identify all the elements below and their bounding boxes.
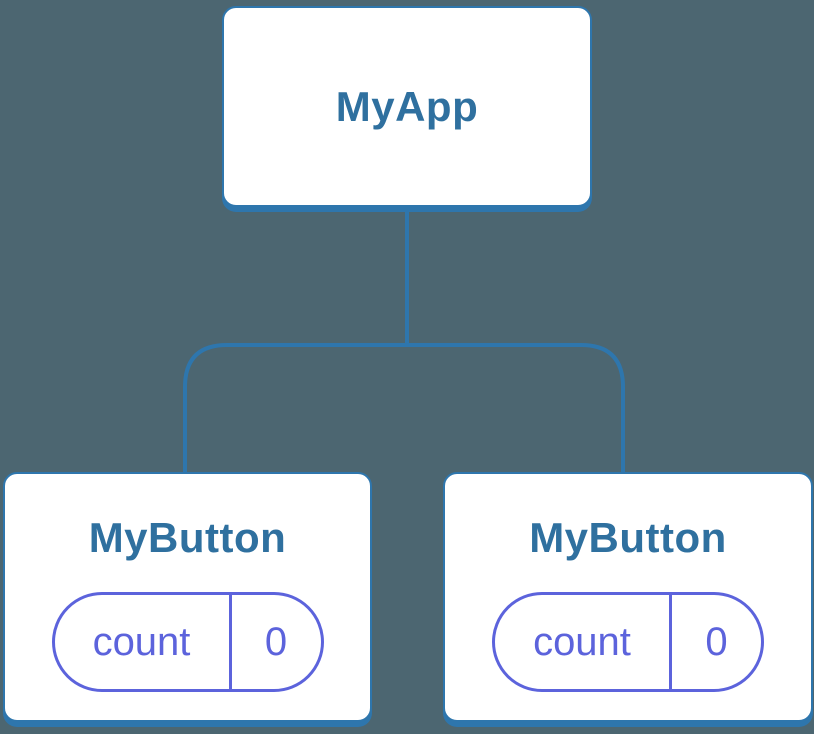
tree-node-child-1: MyButton count 0: [3, 472, 372, 722]
state-key-label: count: [495, 595, 672, 689]
state-value: 0: [264, 619, 288, 664]
state-pill: count 0: [492, 592, 764, 692]
state-key-label: count: [55, 595, 232, 689]
node-label: MyButton: [529, 514, 727, 561]
node-label: MyApp: [335, 82, 479, 130]
tree-node-child-2: MyButton count 0: [443, 472, 813, 722]
connector-branch-line: [183, 343, 625, 474]
state-pill: count 0: [51, 592, 324, 692]
tree-node-root: MyApp: [222, 6, 592, 207]
state-value: 0: [705, 619, 728, 664]
node-label: MyButton: [88, 514, 287, 561]
